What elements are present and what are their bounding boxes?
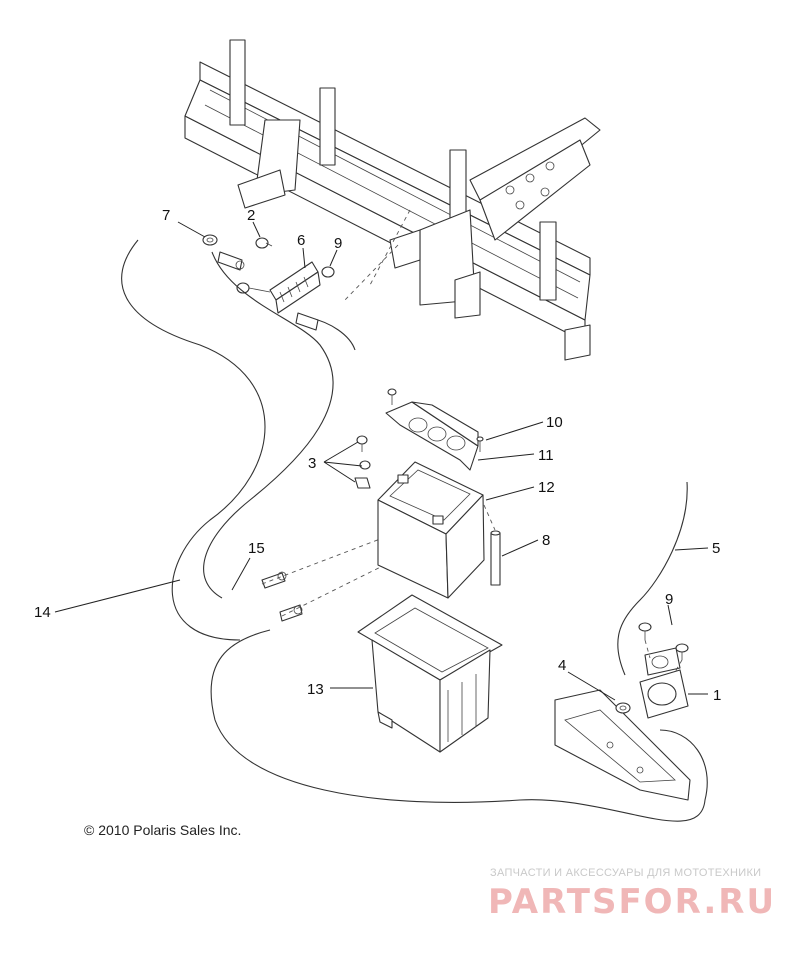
callout-12: 12 — [538, 479, 555, 496]
callout-9-right: 9 — [665, 591, 673, 608]
battery-box — [357, 594, 503, 753]
bolt-10-top — [387, 388, 397, 405]
cable-terminal-top — [217, 251, 245, 271]
cable-5 — [617, 481, 688, 676]
frame-assembly — [184, 39, 601, 361]
screw-6-bottom — [236, 282, 271, 294]
battery-bracket — [385, 401, 479, 471]
solenoid — [639, 647, 689, 719]
bolt-9-right — [675, 643, 689, 660]
screw-9-top — [321, 266, 335, 278]
callout-14: 14 — [34, 604, 51, 621]
cable-14 — [121, 239, 266, 641]
callout-13: 13 — [307, 681, 324, 698]
leader-lines — [54, 221, 709, 701]
callout-5: 5 — [712, 540, 720, 557]
callout-2: 2 — [247, 207, 255, 224]
callout-3: 3 — [308, 455, 316, 472]
bolt-9-left — [638, 622, 652, 640]
vent-tube — [490, 530, 501, 586]
watermark-logo: PARTSFOR.RU — [488, 882, 777, 922]
callout-7: 7 — [162, 207, 170, 224]
mounting-plate — [554, 689, 691, 801]
callout-4: 4 — [558, 657, 566, 674]
battery — [377, 461, 485, 599]
cable-terminal-15 — [261, 571, 287, 589]
callout-1: 1 — [713, 687, 721, 704]
hardware-3 — [354, 435, 371, 489]
watermark-tagline: ЗАПЧАСТИ И АКСЕССУАРЫ ДЛЯ МОТОТЕХНИКИ — [490, 867, 762, 879]
callout-9-top: 9 — [334, 235, 342, 252]
nut-7 — [202, 234, 218, 246]
bolt-10 — [476, 436, 484, 452]
callout-15: 15 — [248, 540, 265, 557]
terminal-block — [269, 261, 321, 314]
cable-terminal-mid — [295, 312, 319, 331]
screw-2 — [255, 237, 273, 249]
copyright-notice: © 2010 Polaris Sales Inc. — [84, 822, 242, 838]
cable-15 — [203, 251, 334, 599]
callout-10: 10 — [546, 414, 563, 431]
cable-14-lower — [210, 629, 708, 822]
callout-6: 6 — [297, 232, 305, 249]
callout-8: 8 — [542, 532, 550, 549]
callout-11: 11 — [538, 447, 554, 464]
nut-4 — [615, 702, 631, 714]
